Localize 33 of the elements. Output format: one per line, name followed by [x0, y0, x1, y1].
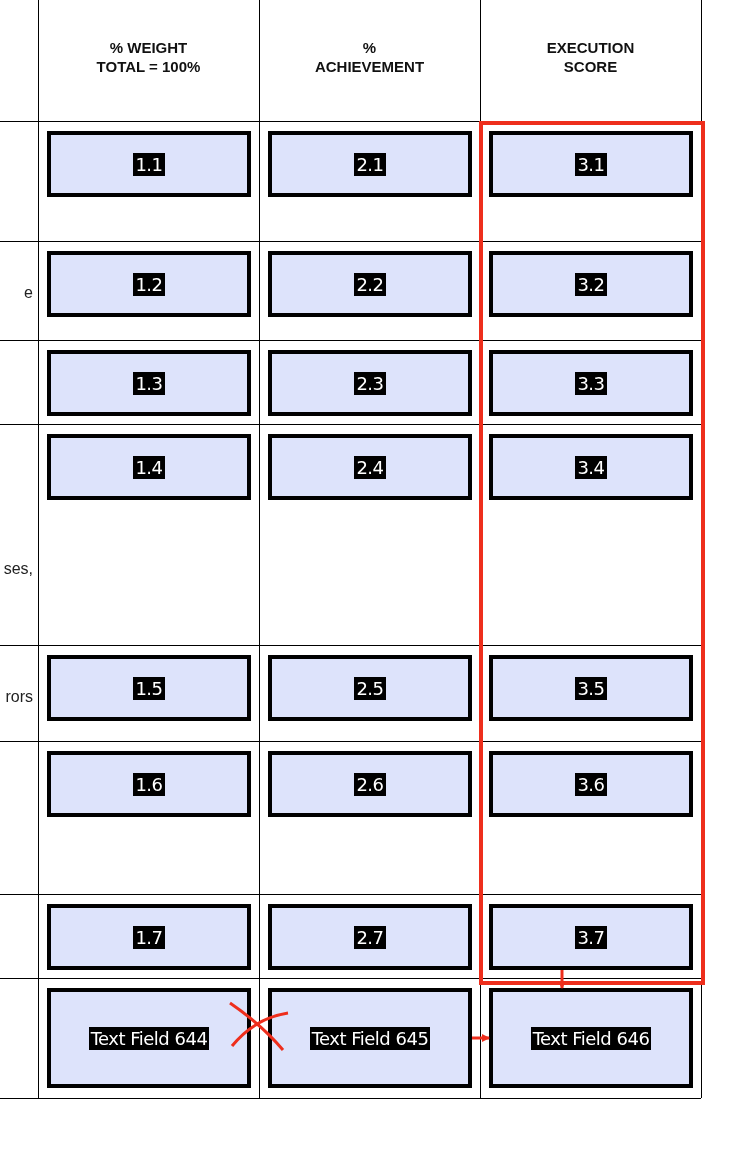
column-header: % WEIGHT TOTAL = 100%: [95, 38, 202, 76]
text-field: 3.7: [489, 904, 693, 970]
column-header: % ACHIEVEMENT: [313, 38, 426, 76]
text-field: Text Field 645: [268, 988, 472, 1088]
text-field: 3.6: [489, 751, 693, 817]
text-field: 1.5: [47, 655, 251, 721]
text-field: 3.4: [489, 434, 693, 500]
text-field: 2.1: [268, 131, 472, 197]
arrow: [472, 1034, 490, 1042]
text-field: Text Field 646: [489, 988, 693, 1088]
text-field: 1.2: [47, 251, 251, 317]
row-text: ses,: [3, 560, 33, 578]
text-field: 1.4: [47, 434, 251, 500]
text-field: 2.6: [268, 751, 472, 817]
row-text: rors: [5, 688, 33, 706]
text-field: 2.7: [268, 904, 472, 970]
text-field: Text Field 644: [47, 988, 251, 1088]
text-field: 1.3: [47, 350, 251, 416]
text-field: 3.3: [489, 350, 693, 416]
highlight-frame: [479, 121, 705, 985]
text-field: 2.4: [268, 434, 472, 500]
arrow: [558, 970, 566, 989]
text-field: 1.7: [47, 904, 251, 970]
text-field: 2.5: [268, 655, 472, 721]
text-field: 3.5: [489, 655, 693, 721]
text-field: 3.2: [489, 251, 693, 317]
text-field: 2.3: [268, 350, 472, 416]
row-text: e: [24, 284, 33, 302]
text-field: 1.1: [47, 131, 251, 197]
text-field: 1.6: [47, 751, 251, 817]
text-field: 3.1: [489, 131, 693, 197]
text-field: 2.2: [268, 251, 472, 317]
column-header: EXECUTION SCORE: [545, 38, 636, 76]
